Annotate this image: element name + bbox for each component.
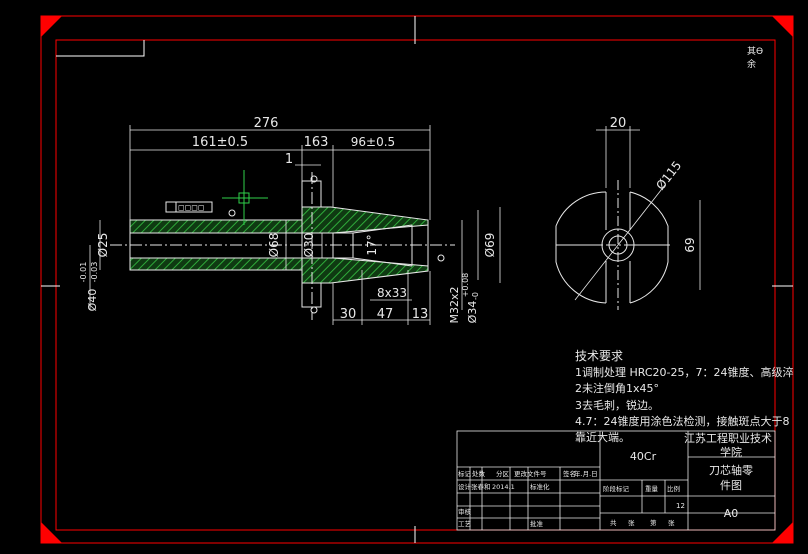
dim-len-30: 30 bbox=[340, 307, 357, 322]
notes-line-3: 3去毛刺，锐边。 bbox=[575, 398, 659, 412]
side-outline-bl bbox=[555, 245, 607, 304]
corner-label-2: 余 bbox=[747, 58, 756, 70]
surface-finish-icon bbox=[310, 306, 318, 314]
dim-dia-68: Ø68 bbox=[267, 233, 281, 258]
cone-inner-top bbox=[352, 224, 413, 234]
stage-label: 阶段标记 bbox=[603, 484, 630, 493]
side-view bbox=[555, 126, 701, 310]
dim-dia-40-tol-lower: -0.03 bbox=[90, 262, 99, 283]
row-label-4: 签名 bbox=[563, 469, 576, 478]
dim-m32: M32x2 bbox=[448, 287, 461, 324]
process-label: 工艺 bbox=[458, 520, 472, 528]
row-label-2: 分区 bbox=[496, 469, 510, 478]
dim-len-47: 47 bbox=[377, 307, 394, 322]
corner-mark-br bbox=[772, 522, 793, 543]
school-name-1: 江苏工程职业技术 bbox=[684, 432, 772, 445]
dim-dia-30: Ø30 bbox=[302, 233, 316, 258]
design-label: 设计 bbox=[458, 482, 472, 491]
dim-dia-34-tol-lower: -0 bbox=[471, 292, 480, 300]
sheet-label-total: 共 bbox=[610, 518, 617, 527]
dimension-texts: 276 161±0.5 163 96±0.5 1 Ø25 Ø40 -0.01 -… bbox=[79, 116, 497, 324]
corner-label-1: 其Ө bbox=[747, 46, 763, 57]
code-box bbox=[56, 40, 145, 57]
design-date: 2014.1 bbox=[492, 483, 515, 491]
dim-1: 1 bbox=[285, 152, 293, 167]
drawing-frame: 其Ө 余 bbox=[40, 15, 794, 544]
sheet-size: A0 bbox=[724, 507, 739, 520]
technical-notes: 技术要求 1调制处理 HRC20-25，7：24锥度、高级淬 2未注倒角1x45… bbox=[575, 349, 794, 444]
cursor-crosshair bbox=[222, 170, 268, 225]
dim-dia-69-left: Ø69 bbox=[483, 233, 497, 258]
notes-line-2: 2未注倒角1x45° bbox=[575, 381, 659, 395]
dim-dia-34: Ø34 bbox=[466, 301, 479, 324]
dia-115-leader bbox=[574, 184, 666, 301]
section-hatch-lower bbox=[129, 257, 429, 284]
dim-dia-34-tol-upper: +0.08 bbox=[461, 273, 470, 298]
side-outline-right bbox=[629, 191, 669, 304]
notes-title: 技术要求 bbox=[575, 349, 623, 363]
row-label-5: 年.月.日 bbox=[574, 469, 598, 478]
review-label: 审核 bbox=[458, 507, 472, 516]
side-outline-tl bbox=[555, 191, 607, 245]
sheet-label-no: 第 bbox=[650, 518, 657, 527]
dimension-lines bbox=[89, 125, 501, 325]
inner-border bbox=[55, 39, 776, 531]
designer-name: 张春和 bbox=[471, 482, 491, 491]
cone-inner-bottom bbox=[352, 257, 413, 267]
notes-line-4: 4.7：24锥度用涂色法检测，接触斑点大于8 bbox=[575, 414, 790, 428]
dim-angle: 17° bbox=[365, 234, 379, 255]
surface-finish-marks bbox=[228, 175, 445, 314]
dim-width-20: 20 bbox=[610, 116, 627, 131]
surface-finish-icon bbox=[437, 254, 445, 262]
row-label-0: 标记 bbox=[458, 469, 472, 478]
side-dimension-texts: 20 Ø115 69 bbox=[610, 116, 697, 253]
row-label-3: 更改文件号 bbox=[514, 469, 547, 478]
dim-dia-40-tol-upper: -0.01 bbox=[79, 262, 88, 283]
material: 40Cr bbox=[630, 450, 657, 463]
dim-161: 161±0.5 bbox=[192, 135, 248, 150]
approve-label: 批准 bbox=[530, 519, 544, 528]
dim-96: 96±0.5 bbox=[351, 135, 395, 149]
title-block-frame bbox=[456, 430, 776, 531]
dim-dia-115: Ø115 bbox=[653, 158, 684, 192]
row-label-1: 处数 bbox=[472, 469, 486, 478]
dim-dia-25: Ø25 bbox=[96, 233, 110, 258]
notes-line-1: 1调制处理 HRC20-25，7：24锥度、高级淬 bbox=[575, 365, 794, 379]
dim-len-13: 13 bbox=[412, 307, 429, 322]
title-block bbox=[456, 430, 776, 531]
surface-finish-icon bbox=[228, 209, 236, 217]
outer-border bbox=[40, 15, 794, 544]
corner-mark-tl bbox=[41, 16, 62, 37]
dim-dia-69-right: 69 bbox=[683, 237, 697, 252]
corner-mark-bl bbox=[41, 522, 62, 543]
sheet-label-unit-2: 张 bbox=[668, 518, 675, 527]
weight-label: 重量 bbox=[645, 485, 659, 493]
surface-finish-icon bbox=[310, 175, 318, 183]
scale-value: 12 bbox=[676, 502, 685, 510]
dim-8x33: 8x33 bbox=[377, 286, 407, 300]
scale-label: 比例 bbox=[667, 484, 680, 493]
part-name-1: 刀芯轴零 bbox=[709, 463, 753, 477]
part-name-2: 件图 bbox=[720, 479, 742, 492]
gdt-frame-text: ◻◻◻◻ bbox=[178, 203, 205, 212]
school-name-2: 学院 bbox=[720, 445, 742, 459]
dim-163: 163 bbox=[304, 135, 329, 150]
dim-overall-length: 276 bbox=[254, 116, 279, 131]
corner-mark-tr bbox=[772, 16, 793, 37]
dim-dia-40: Ø40 bbox=[86, 289, 99, 312]
sheet-label-unit-1: 张 bbox=[628, 518, 635, 527]
front-view bbox=[110, 172, 455, 320]
title-block-texts: 江苏工程职业技术 学院 40Cr 刀芯轴零 件图 A0 标记 处数 分区 更改文… bbox=[458, 432, 772, 528]
notes-line-5: 靠近大端。 bbox=[575, 430, 630, 444]
gdt-frame: ◻◻◻◻ bbox=[165, 201, 213, 213]
standardization-label: 标准化 bbox=[530, 482, 550, 491]
